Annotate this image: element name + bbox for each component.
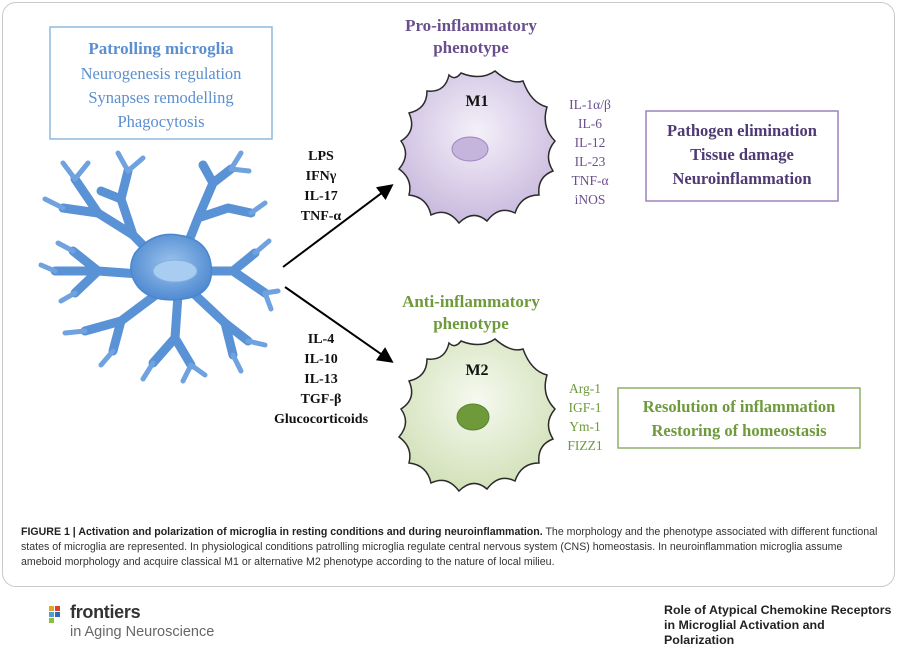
stimulus-m1: TNF-α [301, 209, 342, 224]
m2-label: M2 [465, 362, 488, 379]
arrow-to-m1 [282, 184, 394, 268]
m1-nucleus [451, 136, 489, 162]
m2-effects-box [617, 387, 861, 449]
m1-marker: IL-12 [575, 135, 606, 150]
m1-marker: iNOS [575, 192, 606, 207]
stimulus-m2: IL-13 [304, 372, 337, 387]
m2-effect: Resolution of inflammation [643, 397, 836, 416]
patrolling-line: Synapses remodelling [88, 88, 233, 107]
m2-heading: Anti-inflammatory [402, 292, 540, 311]
m2-marker: Ym-1 [569, 419, 601, 434]
m1-label: M1 [465, 93, 488, 110]
m1-marker: IL-1α/β [569, 97, 611, 112]
m2-effect: Restoring of homeostasis [651, 421, 827, 440]
resting-nucleus [152, 259, 198, 283]
patrolling-line: Neurogenesis regulation [81, 64, 242, 83]
arrow-to-m2 [284, 286, 394, 363]
patrolling-title: Patrolling microglia [88, 39, 234, 58]
frontiers-logo: frontiers in Aging Neuroscience [48, 602, 268, 646]
stimulus-m1: IFNγ [306, 169, 337, 184]
m1-marker: TNF-α [571, 173, 608, 188]
m2-marker: Arg-1 [569, 381, 601, 396]
m1-effects-box [645, 110, 839, 202]
caption-bold: FIGURE 1 | Activation and polarization o… [21, 526, 543, 538]
figure-caption: FIGURE 1 | Activation and polarization o… [21, 525, 885, 570]
logo-line1: frontiers [70, 602, 141, 622]
stimulus-m2: TGF-β [301, 392, 342, 407]
m1-marker: IL-6 [578, 116, 602, 131]
m2-marker: IGF-1 [569, 400, 602, 415]
m1-marker: IL-23 [575, 154, 606, 169]
m2-marker: FIZZ1 [567, 438, 602, 453]
m2-nucleus [456, 403, 490, 431]
m1-heading: phenotype [433, 38, 509, 57]
stimulus-m2: IL-10 [304, 352, 337, 367]
polarization-diagram: Patrolling microglia Neurogenesis regula… [38, 16, 861, 493]
caption-text: The morphology and the phenotype associa… [21, 526, 878, 568]
frontiers-logo-icon [49, 606, 60, 623]
m1-effect: Tissue damage [690, 145, 794, 164]
stimulus-m1: LPS [308, 149, 334, 164]
resting-microglia-cell [38, 150, 281, 384]
stimulus-m2: Glucocorticoids [274, 412, 369, 427]
figure-panel: Patrolling microglia Neurogenesis regula… [2, 2, 895, 587]
m1-effect: Pathogen elimination [667, 121, 817, 140]
patrolling-box [49, 26, 273, 140]
stimulus-m1: IL-17 [304, 189, 337, 204]
m1-effect: Neuroinflammation [672, 169, 811, 188]
patrolling-line: Phagocytosis [117, 112, 204, 131]
logo-line2: in Aging Neuroscience [70, 624, 215, 640]
paper-title: Role of Atypical Chemokine Receptors in … [664, 603, 892, 647]
m2-heading: phenotype [433, 314, 509, 333]
stimulus-m2: IL-4 [308, 332, 334, 347]
m1-heading: Pro-inflammatory [405, 16, 537, 35]
